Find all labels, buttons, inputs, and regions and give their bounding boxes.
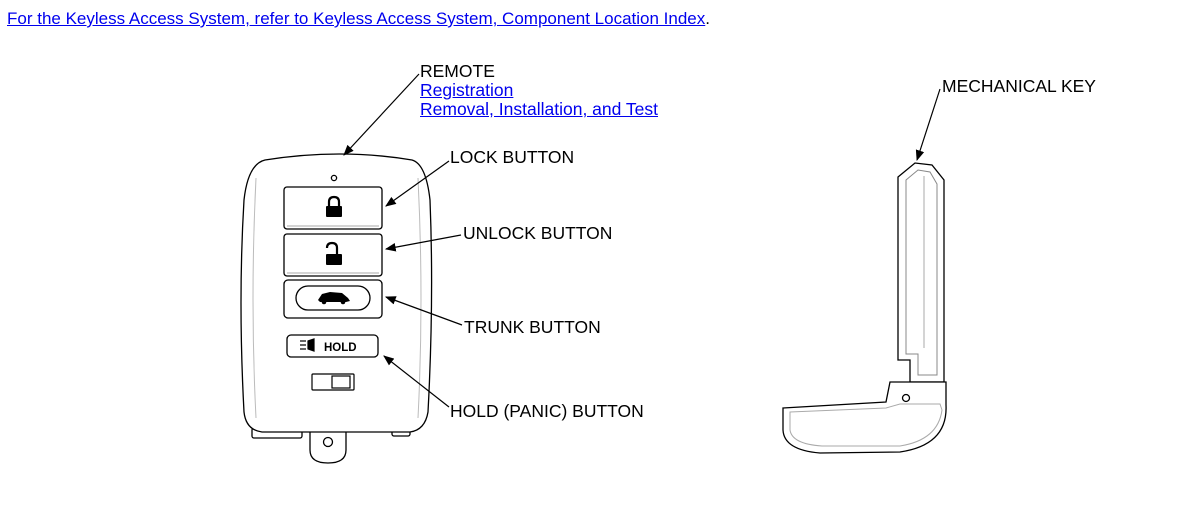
unlock-leader bbox=[384, 234, 462, 252]
fob-side-shade-right bbox=[417, 177, 422, 419]
mechanical-key-leader bbox=[915, 88, 941, 162]
remote-label: REMOTE bbox=[420, 61, 495, 81]
key-blade-groove bbox=[905, 169, 938, 376]
led-indicator bbox=[330, 174, 338, 182]
car-trunk-icon bbox=[318, 292, 350, 305]
unlock-button-label: UNLOCK BUTTON bbox=[463, 223, 613, 243]
component-location-index-link[interactable]: For the Keyless Access System, refer to … bbox=[7, 9, 706, 28]
keyring-hole bbox=[322, 436, 334, 448]
lock-icon bbox=[326, 195, 342, 217]
unlock-button[interactable] bbox=[283, 233, 383, 277]
key-head bbox=[782, 381, 947, 454]
trunk-button[interactable] bbox=[283, 279, 383, 319]
hold-button-text: HOLD bbox=[324, 342, 357, 354]
hold-button-label: HOLD (PANIC) BUTTON bbox=[450, 401, 644, 421]
remote-label-group: REMOTE Registration Removal, Installatio… bbox=[420, 62, 658, 119]
key-head-hole bbox=[901, 393, 911, 403]
unlock-icon bbox=[325, 241, 342, 265]
lock-button-label: LOCK BUTTON bbox=[450, 147, 575, 167]
trunk-button-label: TRUNK BUTTON bbox=[464, 317, 601, 337]
lock-button[interactable] bbox=[283, 186, 383, 230]
horn-icon bbox=[300, 338, 315, 352]
mechanical-key bbox=[782, 162, 947, 454]
key-head-inner bbox=[789, 403, 943, 447]
hold-panic-button[interactable]: HOLD bbox=[286, 334, 379, 358]
intro-paragraph: For the Keyless Access System, refer to … bbox=[7, 9, 710, 29]
trunk-leader bbox=[384, 296, 463, 326]
registration-link[interactable]: Registration bbox=[420, 80, 514, 100]
callout-lines bbox=[343, 73, 941, 408]
remote-leader bbox=[343, 73, 420, 156]
fob-side-shade-left bbox=[252, 177, 257, 419]
removal-installation-test-link[interactable]: Removal, Installation, and Test bbox=[420, 99, 659, 119]
key-release-slider[interactable] bbox=[311, 373, 355, 391]
hold-leader bbox=[383, 355, 450, 408]
lock-leader bbox=[385, 160, 450, 207]
intro-suffix: . bbox=[705, 9, 710, 28]
mechanical-key-label: MECHANICAL KEY bbox=[942, 76, 1096, 96]
